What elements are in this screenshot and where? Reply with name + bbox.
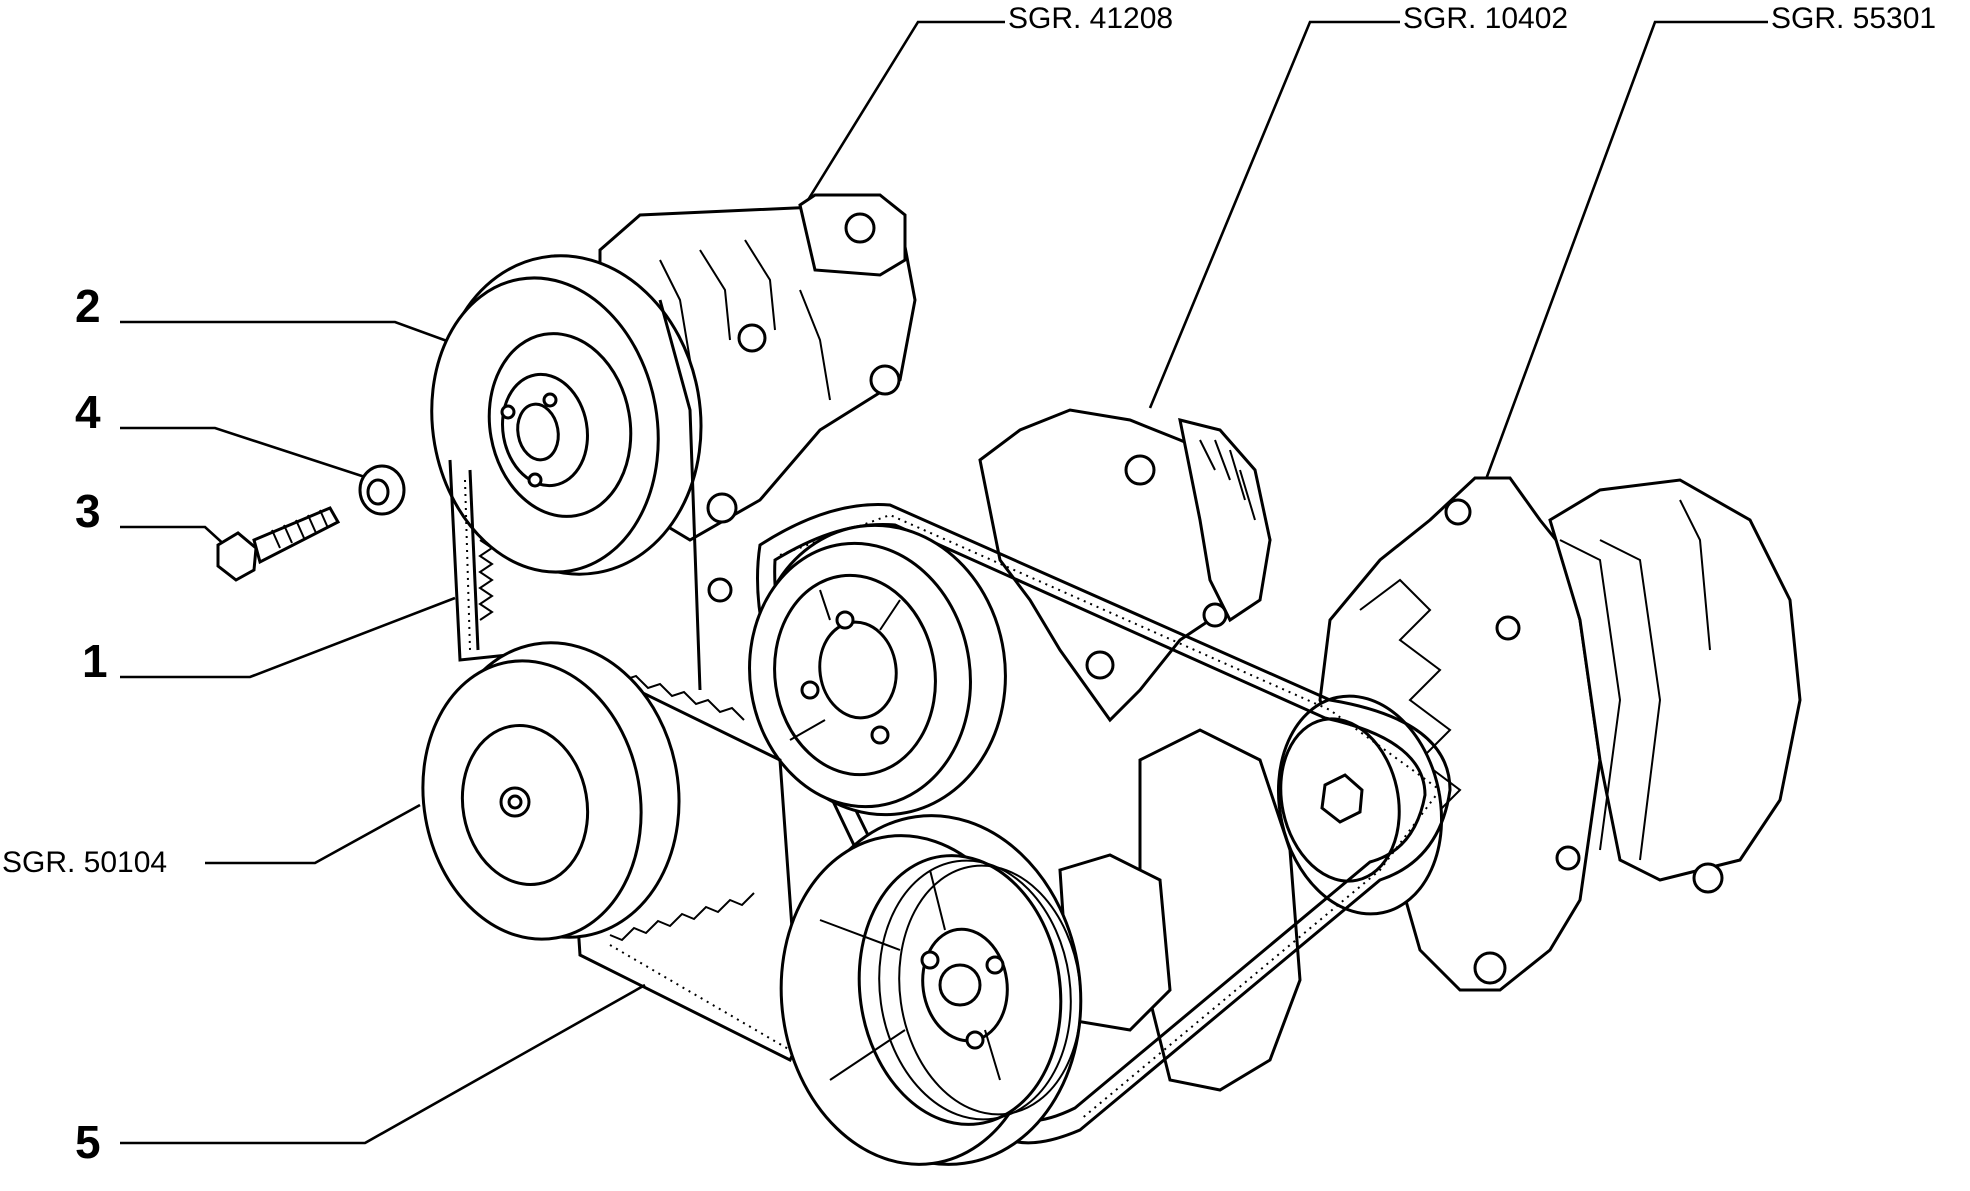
callout-2: 2 — [75, 280, 101, 332]
label-sgr-10402: SGR. 10402 — [1403, 2, 1568, 35]
toothed-belt — [448, 299, 802, 1063]
crankshaft-pulley — [421, 641, 681, 941]
leader-lines — [120, 20, 1768, 1145]
leader-sgr-50104 — [205, 803, 421, 865]
bolt-icon — [216, 506, 341, 582]
lower-multi-groove-pulley — [779, 814, 1083, 1166]
water-pump — [978, 408, 1272, 723]
leader-item-3 — [120, 525, 229, 549]
callout-1: 1 — [82, 635, 108, 687]
alternator — [1318, 476, 1802, 992]
leader-item-2 — [120, 320, 459, 347]
callout-5: 5 — [75, 1116, 101, 1168]
leader-item-1 — [120, 596, 456, 679]
pulley-hole — [542, 392, 558, 408]
alternator-body — [1548, 478, 1802, 882]
pulley-hole — [500, 404, 516, 420]
label-sgr-50104: SGR. 50104 — [2, 846, 167, 879]
callout-4: 4 — [75, 386, 101, 438]
leader-sgr-55301 — [1483, 20, 1768, 483]
nut-icon — [358, 464, 406, 516]
pulley-hole — [527, 472, 543, 488]
crankshaft-drum — [1058, 728, 1302, 1092]
leader-sgr-41208 — [806, 20, 1005, 201]
leader-sgr-10402 — [1148, 20, 1400, 409]
leader-item-4 — [120, 426, 369, 480]
callout-3: 3 — [75, 485, 101, 537]
power-steering-pulley — [430, 254, 703, 576]
water-pump-impeller — [1178, 417, 1272, 623]
label-sgr-55301: SGR. 55301 — [1771, 2, 1936, 35]
label-sgr-41208: SGR. 41208 — [1008, 2, 1173, 35]
tensioner-nut-icon — [1320, 773, 1364, 824]
labels: SGR. 41208 SGR. 10402 SGR. 55301 SGR. 50… — [2, 2, 1936, 1168]
intermediate-pulley — [748, 523, 1007, 817]
leader-item-5 — [120, 983, 646, 1145]
